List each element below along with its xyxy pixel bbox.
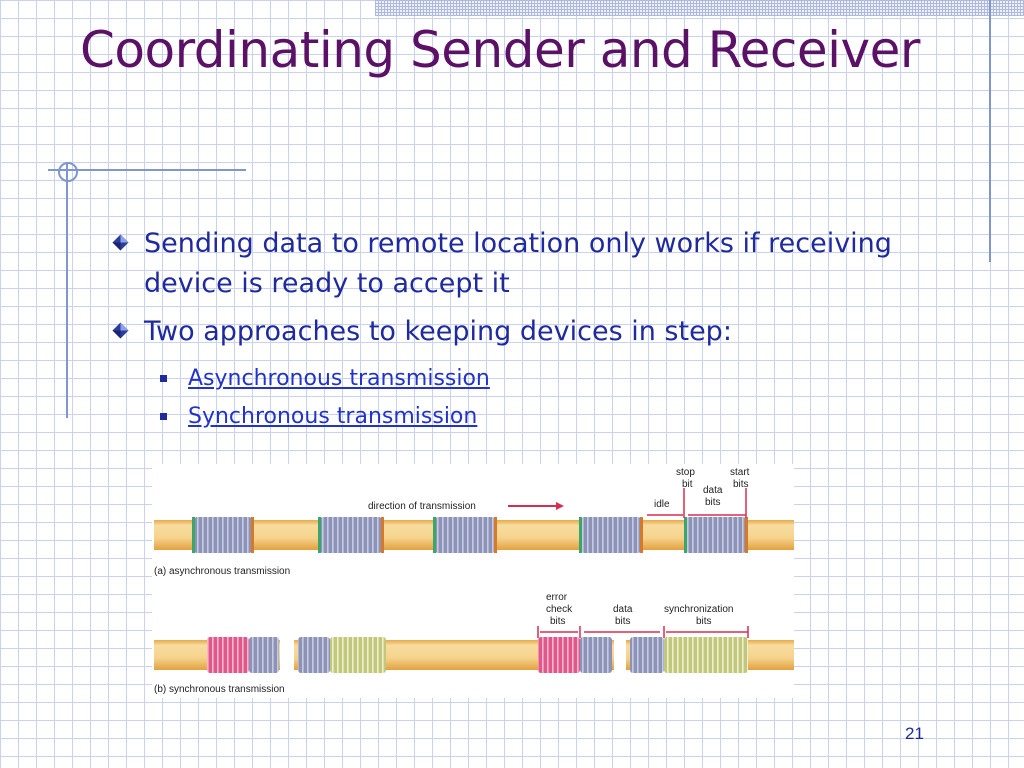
stop-bit-label-line: bit [682,479,693,490]
async-data-block [194,517,252,553]
sync-bits-label-line: bits [696,616,712,627]
sync-sync-block [664,637,748,673]
sub-bullet-item: Synchronous transmission [108,398,968,436]
sync-caption: (b) synchronous transmission [154,684,285,695]
data-bits-label-sync: data bits [613,604,635,627]
square-bullet-icon [160,375,167,382]
diamond-bullet-icon [112,322,129,339]
decor-vertical-line-right [989,0,991,262]
sync-data-block [249,637,279,673]
decor-vertical-line-left [66,162,68,418]
title-underline [48,169,246,171]
error-check-label-line: bits [550,616,566,627]
data-bits-label-sync-line: bits [615,616,631,627]
sync-sync-block [330,637,386,673]
sync-bits-label-line: synchronization [664,604,733,615]
sync-data-block [580,637,612,673]
sync-data-block [630,637,664,673]
decor-ring [58,162,78,182]
error-check-label: error check bits [546,592,575,627]
async-data-block [435,517,495,553]
idle-label: idle [654,499,670,510]
slide-title: Coordinating Sender and Receiver [80,21,920,79]
async-caption: (a) asynchronous transmission [154,566,290,577]
sync-error-block [538,637,580,673]
async-transmission-link[interactable]: Asynchronous transmission [188,366,490,391]
sync-transmission-link[interactable]: Synchronous transmission [188,404,478,429]
error-check-label-line: error [546,592,568,603]
bullet-text: Two approaches to keeping devices in ste… [144,316,732,347]
sync-bits-label: synchronization bits [664,604,736,627]
bullet-list: Sending data to remote location only wor… [108,224,968,436]
sync-error-block [207,637,249,673]
bullet-item: Sending data to remote location only wor… [108,224,968,304]
data-bits-label-sync-line: data [613,604,633,615]
page-number: 21 [905,724,924,743]
start-bits-label-line: start [730,467,750,478]
diamond-bullet-icon [112,234,129,251]
sync-data-block [298,637,330,673]
async-data-block [581,517,641,553]
async-data-block [320,517,382,553]
direction-label: direction of transmission [368,501,476,512]
data-bits-label-line: data [703,485,723,496]
header-texture-band [375,0,1024,16]
start-bits-label-line: bits [733,479,749,490]
error-check-label-line: check [546,604,573,615]
stop-bit-label-line: stop [676,467,695,478]
bullet-text: Sending data to remote location only wor… [144,228,892,299]
async-data-block [686,517,746,553]
data-bits-label-line: bits [705,497,721,508]
sub-bullet-item: Asynchronous transmission [108,360,968,398]
square-bullet-icon [160,413,167,420]
bullet-item: Two approaches to keeping devices in ste… [108,312,968,352]
